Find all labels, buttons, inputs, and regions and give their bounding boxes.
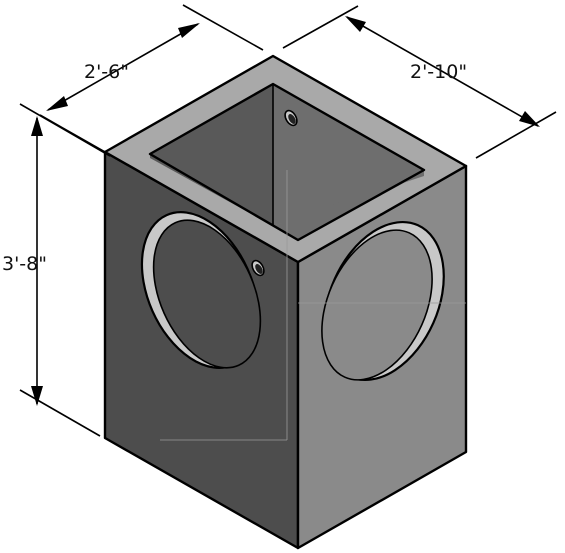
box-drawing: [103, 54, 468, 550]
depth-label: 2'-10": [410, 61, 467, 83]
width-label: 2'-6": [84, 61, 129, 83]
interior-back-wall: [273, 84, 424, 226]
arrowhead: [31, 386, 43, 406]
dimension-line: [346, 16, 539, 127]
arrowhead: [31, 116, 43, 136]
extension-line: [19, 103, 111, 157]
arrowhead: [345, 16, 366, 32]
arrowhead: [46, 96, 68, 111]
lift-hole-left-inner: [255, 264, 263, 274]
dimension-height: 3'-8": [2, 103, 111, 437]
height-label: 3'-8": [2, 253, 47, 275]
arrowhead: [178, 23, 200, 38]
dimension-width: 2'-6": [39, 4, 264, 153]
extension-line: [475, 111, 557, 159]
pipe-opening-right: [321, 229, 433, 381]
extension-line: [19, 389, 101, 437]
extension-line: [182, 4, 264, 51]
arrowhead: [519, 111, 540, 127]
interior-side-wall: [150, 84, 273, 226]
top-opening-outline: [148, 82, 426, 242]
pipe-opening-left: [152, 219, 262, 369]
lift-hole-back-inner: [288, 114, 296, 124]
dimension-depth: 2'-10": [282, 5, 557, 159]
dimension-line: [47, 23, 199, 111]
extension-line: [282, 5, 359, 49]
